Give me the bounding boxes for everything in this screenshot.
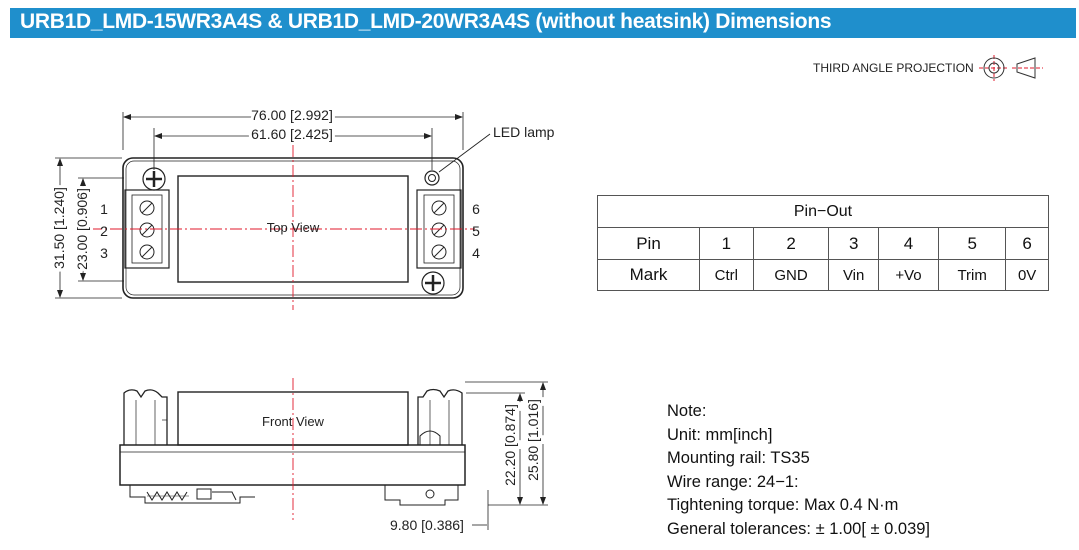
mark-cell: Ctrl [699,259,754,291]
pin-number-left: 2 [100,223,108,239]
pin-cell: 4 [877,227,940,260]
mark-row: Mark Ctrl GND Vin +Vo Trim 0V [597,259,1049,291]
front-body-outline [119,444,466,486]
note-line: Wire range: 24−1: [667,472,799,491]
pin-cell: 5 [938,227,1007,260]
mark-row-label: Mark [597,259,700,291]
dim-total-height: 25.80 [1.016] [525,399,541,481]
projection-label: THIRD ANGLE PROJECTION [813,61,974,75]
led-label: LED lamp [493,124,555,140]
dim-rail-offset: 9.80 [0.386] [390,517,464,533]
dim-overall-height: 31.50 [1.240] [51,187,67,269]
pin-number-right: 6 [472,201,480,217]
top-view-label: Top View [267,220,320,235]
note-line: Mounting rail: TS35 [667,449,810,467]
mark-cell: Trim [938,259,1007,291]
note-line: Tightening torque: Max 0.4 N·m [667,496,899,514]
pin-out-header-row: Pin−Out [597,195,1049,228]
dim-body-height: 22.20 [0.874] [502,404,518,486]
front-view [119,378,466,520]
top-body-outline [122,157,464,299]
dim-terminal-height: 23.00 [0.906] [74,188,90,270]
pin-out-table: Pin−Out Pin 1 2 3 4 5 6 Mark Ctrl GND Vi… [597,195,1049,291]
pin-out-title: Pin−Out [597,195,1049,228]
pin-cell: 1 [699,227,754,260]
dim-overall-width: 76.00 [2.992] [251,107,333,123]
mounting-screw-icon [142,167,166,191]
mark-cell: +Vo [877,259,940,291]
notes-block: Note: Unit: mm[inch] Mounting rail: TS35… [667,400,930,541]
third-angle-projection-icon [979,55,1043,81]
top-view: 76.00 [2.992] 61.60 [2.425] [48,104,555,310]
pin-number-left: 3 [100,245,108,261]
dim-hole-spacing: 61.60 [2.425] [251,126,333,142]
front-dimensions [465,381,548,530]
spring-clip-icon [146,491,189,501]
pin-cell: 3 [828,227,879,260]
led-lamp-icon [424,170,440,186]
pin-row-label: Pin [597,227,700,260]
pin-number-right: 5 [472,223,480,239]
pin-number-right: 4 [472,245,480,261]
pin-cell: 6 [1005,227,1049,260]
pin-row: Pin 1 2 3 4 5 6 [597,227,1049,260]
title-bar: URB1D_LMD-15WR3A4S & URB1D_LMD-20WR3A4S … [10,8,1076,38]
front-view-label: Front View [262,414,325,429]
mark-cell: Vin [828,259,879,291]
mark-cell: 0V [1005,259,1049,291]
note-line: Unit: mm[inch] [667,425,773,444]
pin-number-left: 1 [100,201,108,217]
mounting-screw-icon [421,271,445,295]
notes-heading: Note: [667,402,707,420]
note-line: General tolerances: ± 1.00[ ± 0.039] [667,519,931,538]
pin-cell: 2 [752,227,830,260]
page-title: URB1D_LMD-15WR3A4S & URB1D_LMD-20WR3A4S … [20,10,832,33]
mark-cell: GND [752,259,830,291]
